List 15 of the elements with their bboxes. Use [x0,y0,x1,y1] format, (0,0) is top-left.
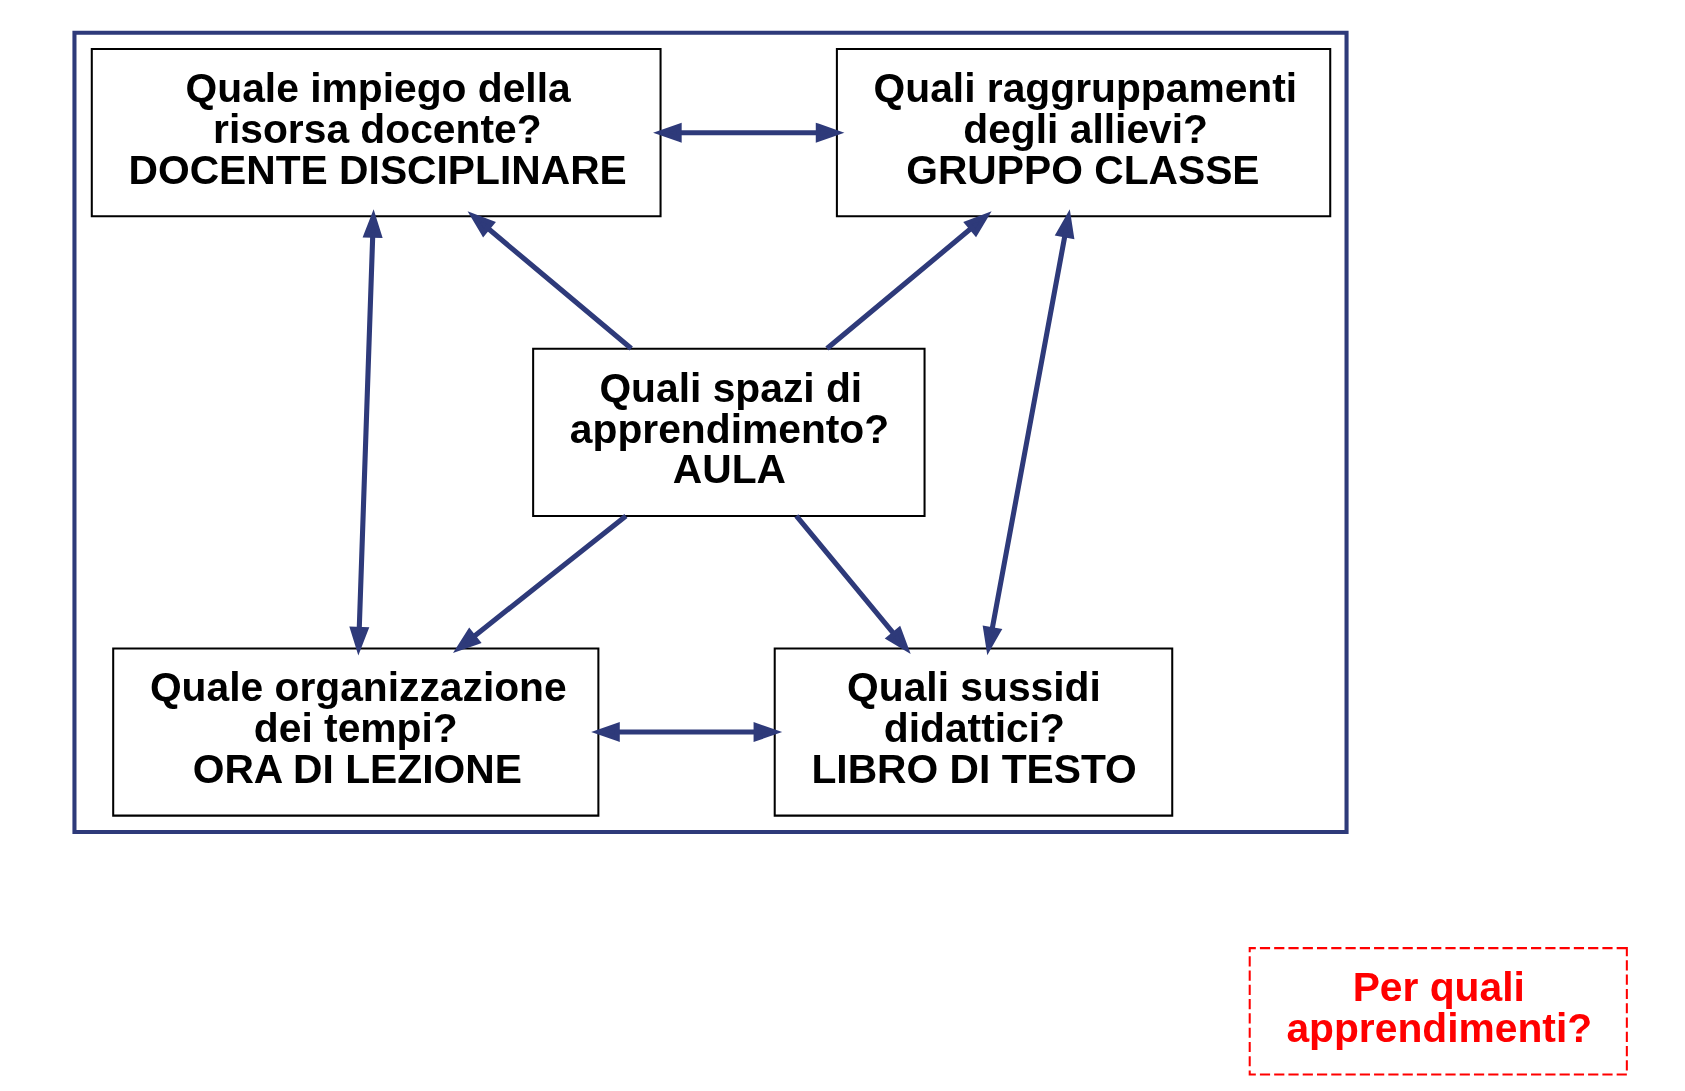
node-box: Per quali apprendimenti? [1248,947,1628,1076]
node-box: Quali sussidi didattici? LIBRO DI TESTO [773,647,1174,817]
arrow [467,211,633,351]
node-box: Quali spazi di apprendimento? AULA [532,347,926,517]
arrow [591,722,783,743]
arrow [653,122,845,143]
node-box: Quale impiego della risorsa docente? DOCENTE DISCIPLINARE [90,48,662,218]
node-box: Quale organizzazione dei tempi? ORA DI LEZIONE [112,647,600,817]
cluster [72,30,1349,834]
arrow [452,513,628,653]
node-box: Quali raggruppamenti degli allievi? GRUPPO CLASSE [835,48,1332,218]
arrow [349,209,383,656]
arrow [825,211,992,351]
arrow [982,209,1075,656]
arrow [794,514,911,655]
